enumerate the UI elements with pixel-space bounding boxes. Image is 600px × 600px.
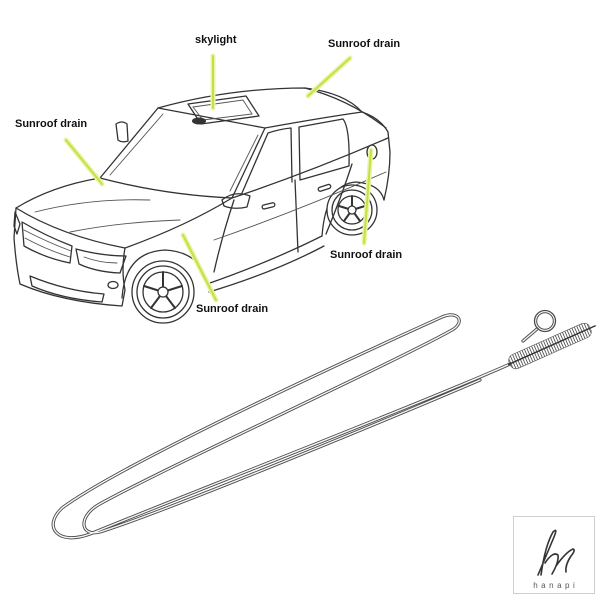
ring-inner: [536, 312, 554, 330]
rear-glass: [304, 87, 387, 129]
far-headlight: [13, 211, 21, 235]
ring-outer: [533, 309, 557, 333]
front-door-handle: [261, 202, 276, 210]
cleaning-wire: [51, 313, 512, 540]
callout-stroke: [65, 139, 103, 185]
drain-cleaning-tool: [51, 309, 596, 540]
front-tire-inner: [136, 265, 190, 319]
lower-intake: [29, 275, 105, 303]
callout-stroke: [307, 57, 351, 97]
front-hub: [157, 286, 169, 298]
rear-tire-inner: [331, 189, 373, 231]
rear-door-handle: [317, 183, 332, 192]
rear-wheel-arch: [321, 181, 385, 237]
callout-stroke: [182, 234, 217, 301]
rear-body: [361, 111, 391, 201]
cleaning-wire-highlight: [52, 314, 511, 539]
grille-slats: [23, 229, 72, 258]
windshield: [99, 107, 266, 199]
hood: [15, 177, 233, 249]
sunroof-inner-frame: [192, 99, 253, 121]
grille: [21, 221, 73, 264]
front-bumper: [13, 207, 126, 307]
front-wheel: [131, 260, 195, 324]
hood-crease: [34, 199, 181, 233]
wire-ring: [533, 309, 557, 333]
roof: [157, 87, 363, 129]
callout-line-sunroof-drain-front-side: [180, 232, 219, 303]
logo-text: hanapi: [533, 581, 579, 590]
label-sunroof-drain-rear-roof: Sunroof drain: [328, 38, 401, 50]
rocker-panel: [206, 235, 325, 293]
label-sunroof-drain-front-side: Sunroof drain: [196, 303, 269, 315]
headlight: [75, 248, 127, 274]
callout-line-sunroof-drain-rear-roof: [305, 55, 353, 99]
headlight-inner: [83, 256, 118, 264]
callout-line-sunroof-drain-front-left: [63, 137, 105, 187]
brand-logo: [513, 516, 595, 594]
rear-hub: [347, 205, 357, 215]
sunroof-shade: [192, 117, 206, 125]
label-skylight: skylight: [195, 34, 237, 46]
label-sunroof-drain-front-left: Sunroof drain: [15, 118, 88, 130]
brush-stem: [521, 327, 539, 343]
hanapi-script-logo-icon: [537, 529, 575, 576]
fog-light: [107, 280, 119, 290]
side-crease: [213, 171, 387, 241]
stem-wire-highlight: [522, 328, 538, 342]
callout-line-sunroof-drain-rear-side: [361, 147, 374, 246]
door-cut-lines: [213, 163, 353, 273]
rear-door-window: [298, 118, 350, 181]
brush-core: [507, 325, 596, 366]
sunroof: [187, 95, 260, 125]
side-mirror: [221, 193, 251, 209]
windshield-inner-edge: [109, 113, 259, 192]
far-side-mirror: [115, 121, 129, 143]
car-illustration: [13, 87, 391, 324]
cleaning-brush: [507, 322, 596, 370]
front-door-window: [241, 127, 293, 194]
label-sunroof-drain-rear-side: Sunroof drain: [330, 249, 403, 261]
callout-stroke: [363, 149, 372, 244]
